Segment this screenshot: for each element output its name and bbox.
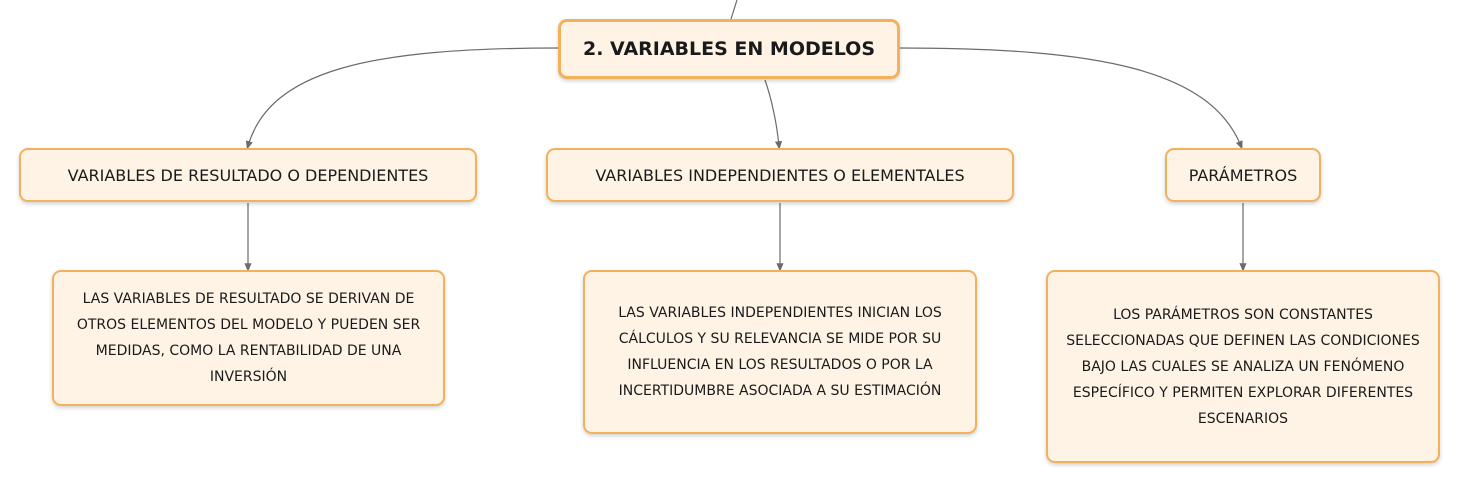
topic-label: VARIABLES DE RESULTADO O DEPENDIENTES: [67, 165, 429, 185]
detail-independent-variables[interactable]: LAS VARIABLES INDEPENDIENTES INICIAN LOS…: [583, 270, 977, 434]
detail-text: LAS VARIABLES DE RESULTADO SE DERIVAN DE…: [76, 291, 421, 385]
root-topic[interactable]: 2. VARIABLES EN MODELOS: [558, 19, 900, 79]
topic-label: PARÁMETROS: [1188, 165, 1298, 185]
topic-dependent-variables[interactable]: VARIABLES DE RESULTADO O DEPENDIENTES: [19, 148, 477, 202]
topic-independent-variables[interactable]: VARIABLES INDEPENDIENTES O ELEMENTALES: [546, 148, 1014, 202]
connector-root-to-dependent: [245, 47, 559, 150]
connector-root-to-independent: [764, 79, 783, 150]
root-topic-label: 2. VARIABLES EN MODELOS: [582, 38, 875, 60]
connector-parent: [730, 0, 738, 20]
detail-dependent-variables[interactable]: LAS VARIABLES DE RESULTADO SE DERIVAN DE…: [52, 270, 445, 406]
topic-parameters[interactable]: PARÁMETROS: [1165, 148, 1321, 202]
detail-text: LOS PARÁMETROS SON CONSTANTES SELECCIONA…: [1066, 306, 1420, 427]
connector-root-to-parameters: [899, 47, 1243, 150]
detail-parameters[interactable]: LOS PARÁMETROS SON CONSTANTES SELECCIONA…: [1046, 270, 1440, 463]
topic-label: VARIABLES INDEPENDIENTES O ELEMENTALES: [595, 165, 965, 185]
detail-text: LAS VARIABLES INDEPENDIENTES INICIAN LOS…: [618, 305, 942, 399]
